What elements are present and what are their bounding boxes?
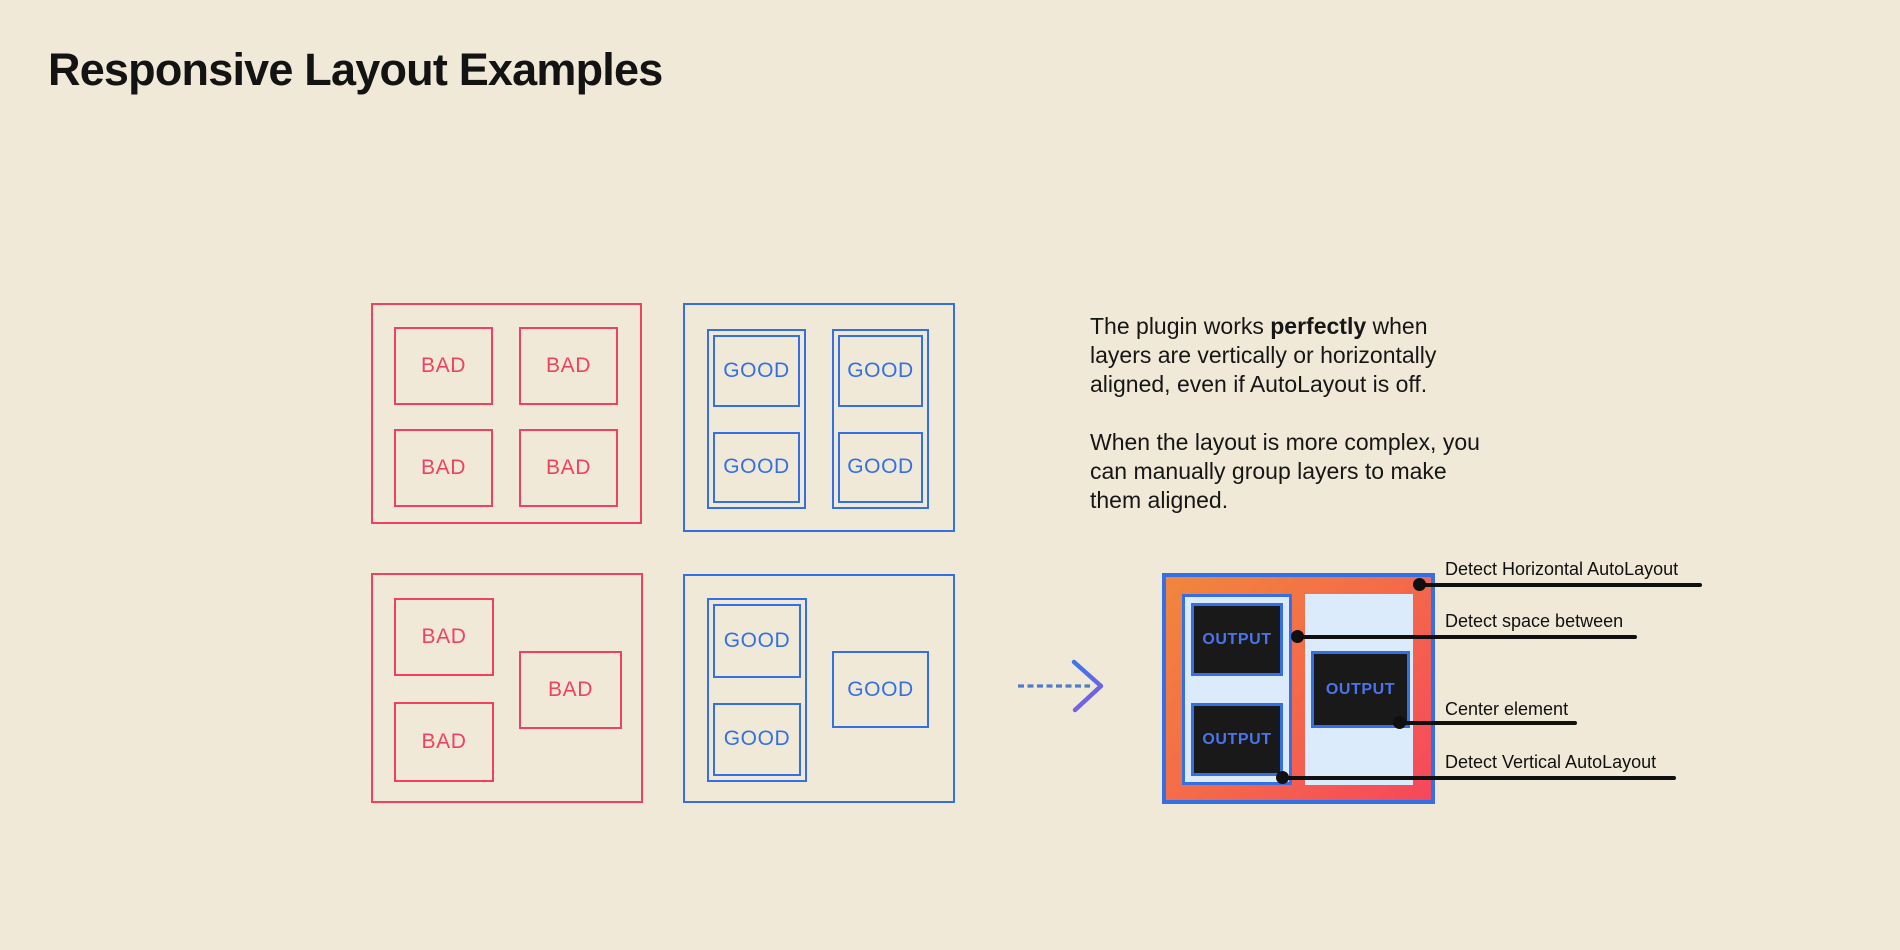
- callout-line: [1400, 721, 1577, 725]
- callout-line: [1283, 776, 1676, 780]
- callout-label-center: Center element: [1445, 699, 1569, 719]
- page-title: Responsive Layout Examples: [48, 44, 663, 95]
- good-grid-frame: GOOD GOOD GOOD GOOD: [683, 303, 955, 532]
- good-box: GOOD: [713, 702, 801, 776]
- good-column-group: GOOD GOOD: [707, 329, 806, 509]
- callout-label-vertical: Detect Vertical AutoLayout: [1445, 752, 1657, 772]
- output-box: OUTPUT: [1191, 703, 1283, 776]
- description-line: can manually group layers to make: [1090, 458, 1447, 484]
- good-complex-frame: GOOD GOOD GOOD: [683, 574, 955, 803]
- output-result-frame: OUTPUT OUTPUT OUTPUT: [1162, 573, 1435, 804]
- bad-box: BAD: [519, 429, 618, 507]
- good-box: GOOD: [713, 604, 801, 678]
- description-line: them aligned.: [1090, 487, 1229, 513]
- callout-label-horizontal: Detect Horizontal AutoLayout: [1445, 559, 1679, 579]
- callout-dot: [1393, 716, 1406, 729]
- good-box: GOOD: [838, 431, 923, 503]
- bad-box: BAD: [519, 327, 618, 405]
- description-line: The plugin works perfectly when: [1090, 313, 1428, 339]
- good-column-group: GOOD GOOD: [832, 329, 929, 509]
- description-line: aligned, even if AutoLayout is off.: [1090, 371, 1428, 397]
- callout-dot: [1291, 630, 1304, 643]
- bad-box: BAD: [394, 598, 494, 676]
- callout-dot: [1276, 771, 1289, 784]
- good-box: GOOD: [838, 335, 923, 407]
- arrow-icon: [1012, 654, 1108, 723]
- bad-box: BAD: [394, 327, 493, 405]
- good-column-group: GOOD GOOD: [707, 598, 807, 782]
- output-box-centered: OUTPUT: [1311, 651, 1410, 728]
- bad-grid-frame: BAD BAD BAD BAD: [371, 303, 642, 524]
- good-box: GOOD: [713, 431, 800, 503]
- description-line: When the layout is more complex, you: [1090, 429, 1480, 455]
- good-box: GOOD: [713, 335, 800, 407]
- good-box: GOOD: [832, 651, 929, 728]
- bad-box: BAD: [394, 429, 493, 507]
- bad-box: BAD: [519, 651, 622, 729]
- paragraph-gap: [1090, 399, 1560, 428]
- bad-box: BAD: [394, 702, 494, 782]
- bad-complex-frame: BAD BAD BAD: [371, 573, 643, 803]
- description-text: The plugin works perfectly when layers a…: [1090, 312, 1560, 515]
- callout-line: [1420, 583, 1702, 587]
- callout-line: [1298, 635, 1637, 639]
- callout-label-space-between: Detect space between: [1445, 611, 1624, 631]
- output-box: OUTPUT: [1191, 603, 1283, 676]
- output-vertical-group: OUTPUT OUTPUT: [1182, 594, 1292, 785]
- callout-dot: [1413, 578, 1426, 591]
- description-line: layers are vertically or horizontally: [1090, 342, 1437, 368]
